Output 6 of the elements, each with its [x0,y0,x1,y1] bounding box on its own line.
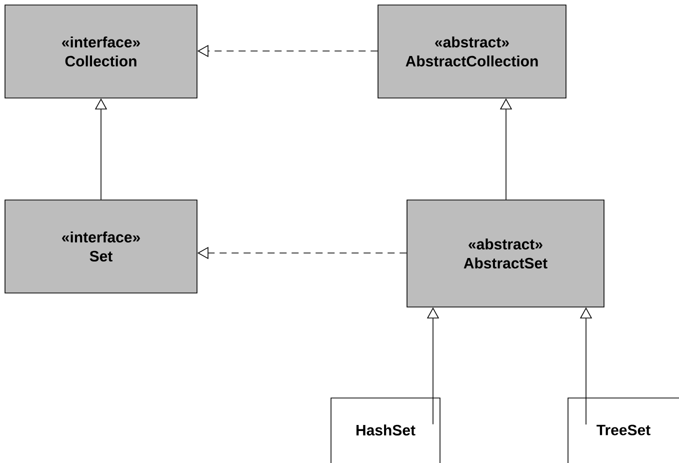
class-box: «abstract» AbstractSet [406,200,604,308]
class-box: «interface» Collection [4,4,198,98]
class-box: «abstract» AbstractCollection [378,4,566,98]
class-box: «interface» Set [4,200,198,294]
class-box: HashSet [330,398,440,463]
class-box: TreeSet [568,398,679,463]
